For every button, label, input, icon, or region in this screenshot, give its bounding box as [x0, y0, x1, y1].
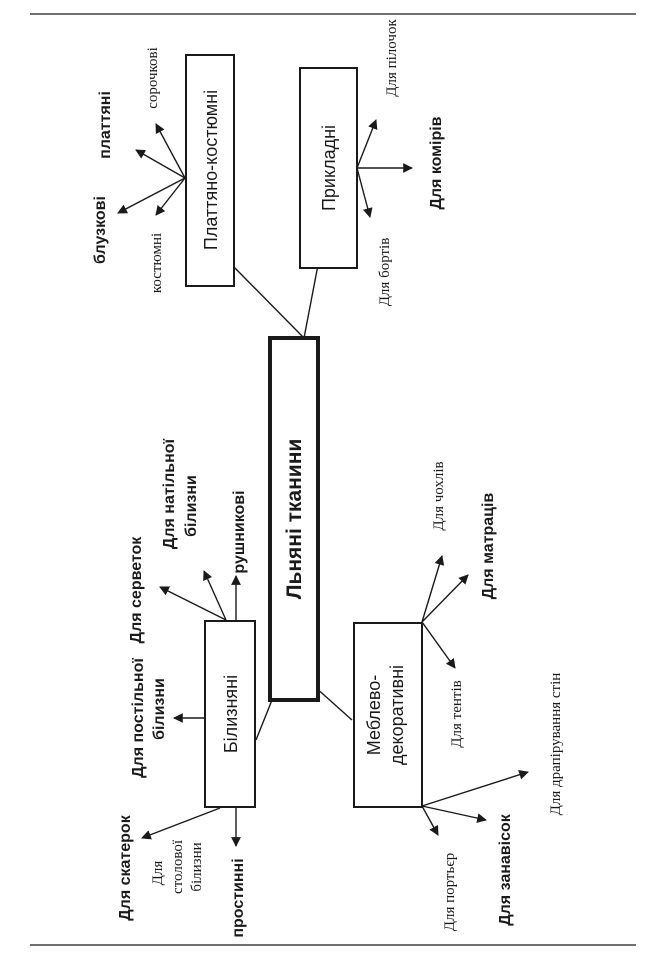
item-natilnoi-line1: Для натільної — [161, 438, 178, 549]
linen-box — [204, 620, 256, 808]
arrow-bortiv — [356, 167, 373, 218]
item-stolovoi-line3: білизни — [189, 842, 205, 891]
item-servetok: Для серветок — [128, 536, 145, 644]
dress-box — [185, 54, 235, 287]
item-pilochok: Для пілочок — [384, 19, 400, 97]
item-bortiv: Для бортів — [377, 238, 393, 307]
connector-dress — [231, 264, 305, 339]
applied-label: Прикладні — [319, 125, 339, 211]
item-postilnoi-line2: білизни — [151, 678, 168, 740]
item-prostynni: простинні — [230, 858, 247, 937]
item-komiriv: Для комірів — [428, 116, 445, 209]
arrow-portier — [421, 805, 439, 836]
item-kostiumni: костюмні — [149, 233, 165, 293]
linen-arrows — [141, 570, 241, 847]
item-portier: Для портьєр — [442, 853, 458, 932]
root-label: Льняні тканини — [283, 439, 306, 600]
arrow-kostiumni — [155, 177, 186, 216]
arrow-servetok — [159, 586, 227, 621]
dress-arrows — [117, 123, 186, 216]
connector-applied — [303, 264, 319, 339]
arrow-tentiv — [421, 621, 456, 669]
arrow-natilnoi — [203, 570, 227, 621]
item-postilnoi-line1: Для постільної — [130, 658, 147, 778]
item-plattiani: платтяні — [97, 91, 114, 159]
applied-box — [299, 67, 358, 269]
arrow-chokhliv — [421, 555, 445, 623]
applied-arrows — [356, 119, 413, 218]
arrow-plattiani — [135, 149, 186, 179]
item-rushnykovi: рушникові — [231, 490, 248, 573]
item-stolovoi-line2: столової — [170, 839, 186, 894]
item-sorochkovi: сорочкові — [145, 47, 161, 109]
arrow-bluzkovi — [117, 177, 186, 214]
item-bluzkovi: блузкові — [92, 196, 109, 264]
root-box — [268, 336, 320, 702]
dress-label: Платтяно-костюмні — [201, 90, 221, 250]
arrow-zanavisok — [421, 805, 487, 823]
arrow-sorochkovi — [155, 123, 186, 179]
arrow-drapiruvannia — [421, 770, 529, 807]
furniture-label-line1: Меблево- — [364, 675, 384, 755]
linen-label: Білизняні — [221, 675, 241, 753]
item-natilnoi-line2: білизни — [183, 475, 200, 537]
furniture-arrows — [421, 555, 529, 836]
item-zanavisok: Для занавісок — [497, 813, 514, 926]
item-chokhliv: Для чохлів — [431, 461, 447, 530]
item-matratsiv: Для матраців — [480, 493, 497, 600]
arrow-pilochok — [356, 119, 378, 169]
connector-linen — [255, 699, 273, 741]
arrow-skaterok — [141, 807, 221, 840]
item-tentiv: Для тентів — [449, 680, 465, 747]
item-skaterok: Для скатерок — [117, 814, 134, 920]
furniture-box — [353, 622, 423, 808]
item-drapiruvannia: Для драпірування стін — [548, 673, 564, 816]
furniture-label-line2: декоративні — [387, 665, 407, 765]
item-stolovoi-line1: Для — [150, 861, 166, 886]
arrow-matratsiv — [421, 574, 469, 623]
